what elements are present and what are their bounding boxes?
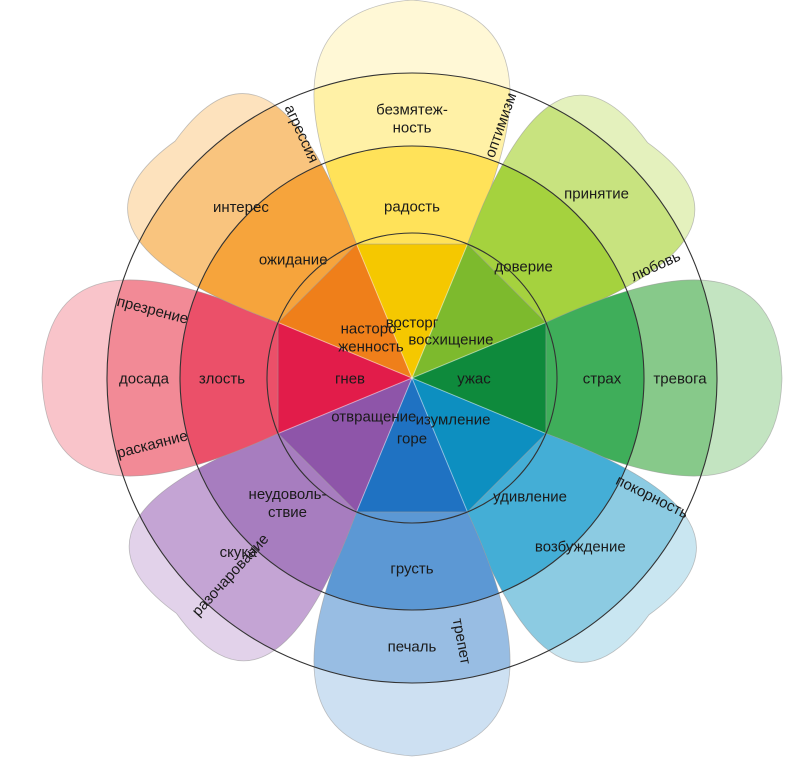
sector-divider bbox=[356, 243, 413, 379]
sector-divider bbox=[277, 377, 413, 434]
emotion-label-настороженность: насторо-женность bbox=[338, 320, 404, 355]
emotion-label-восторг: восторг bbox=[386, 314, 439, 331]
sector-divider bbox=[411, 243, 468, 379]
emotion-label-горе: горе bbox=[397, 430, 427, 447]
emotion-label-принятие: принятие bbox=[564, 186, 629, 203]
ring-layer bbox=[106, 72, 718, 684]
emotion-label-интерес: интерес bbox=[213, 199, 269, 216]
petal-sadness-inner bbox=[356, 378, 468, 523]
emotion-label-страх: страх bbox=[583, 370, 622, 387]
emotion-label-безмятежность: безмятеж-ность bbox=[376, 101, 448, 136]
emotion-label-восхищение: восхищение bbox=[408, 331, 493, 348]
sector-divider bbox=[411, 322, 547, 379]
emotion-label-удивление: удивление bbox=[493, 488, 567, 505]
emotion-label-отвращение: отвращение bbox=[331, 408, 416, 425]
emotion-label-возбуждение: возбуждение bbox=[535, 539, 626, 556]
emotion-label-грусть: грусть bbox=[390, 560, 433, 577]
emotion-label-печаль: печаль bbox=[388, 638, 437, 655]
sector-divider bbox=[356, 377, 413, 513]
petal-joy-inner bbox=[356, 233, 468, 378]
emotion-label-ужас: ужас bbox=[457, 370, 491, 387]
intensity-ring bbox=[179, 145, 645, 611]
emotion-label-радость: радость bbox=[384, 198, 440, 215]
petal-fear-inner bbox=[412, 322, 557, 434]
label-layer: восторг радость безмятеж-ность восхищение до… bbox=[119, 101, 707, 655]
emotion-label-досада: досада bbox=[119, 370, 170, 387]
emotion-label-ожидание: ожидание bbox=[259, 251, 328, 268]
sector-divider bbox=[411, 377, 547, 434]
emotion-label-изумление: изумление bbox=[416, 411, 491, 428]
emotion-label-тревога: тревога bbox=[653, 370, 707, 387]
emotion-label-скука: скука bbox=[220, 544, 258, 561]
emotion-label-гнев: гнев bbox=[335, 370, 365, 387]
intensity-ring bbox=[106, 72, 718, 684]
emotion-label-неудовольствие: неудоволь-ствие bbox=[249, 486, 327, 521]
sector-divider bbox=[277, 322, 413, 379]
petal-anger-inner bbox=[267, 322, 412, 434]
emotion-label-злость: злость bbox=[199, 370, 245, 387]
emotion-label-доверие: доверие bbox=[495, 259, 553, 276]
sector-divider bbox=[411, 377, 468, 513]
intensity-ring bbox=[266, 232, 558, 524]
